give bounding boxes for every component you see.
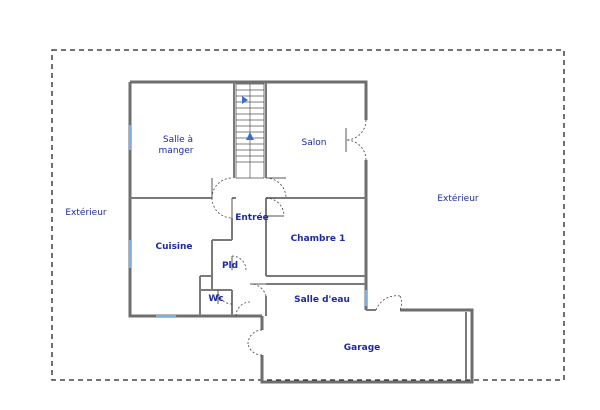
label-pld: Pld — [222, 261, 238, 271]
stair-arrow-icon — [246, 132, 254, 140]
label-exterieur-right: Extérieur — [437, 193, 479, 204]
staircase — [235, 83, 265, 179]
windows — [129, 125, 367, 317]
label-exterieur-left: Extérieur — [65, 207, 107, 218]
label-salle-a-manger-2: manger — [159, 146, 194, 156]
label-wc: Wc — [208, 294, 223, 304]
label-salle-a-manger-1: Salle à — [163, 135, 193, 145]
label-garage: Garage — [344, 343, 381, 353]
property-boundary — [51, 49, 565, 381]
label-chambre1: Chambre 1 — [291, 234, 346, 244]
label-salle-deau: Salle d'eau — [294, 295, 350, 305]
stair-arrow-icon — [242, 96, 248, 104]
doors — [211, 119, 402, 356]
house-walls — [128, 80, 474, 384]
label-salon: Salon — [302, 138, 327, 148]
label-entree: Entrée — [235, 212, 269, 223]
label-cuisine: Cuisine — [155, 242, 192, 252]
